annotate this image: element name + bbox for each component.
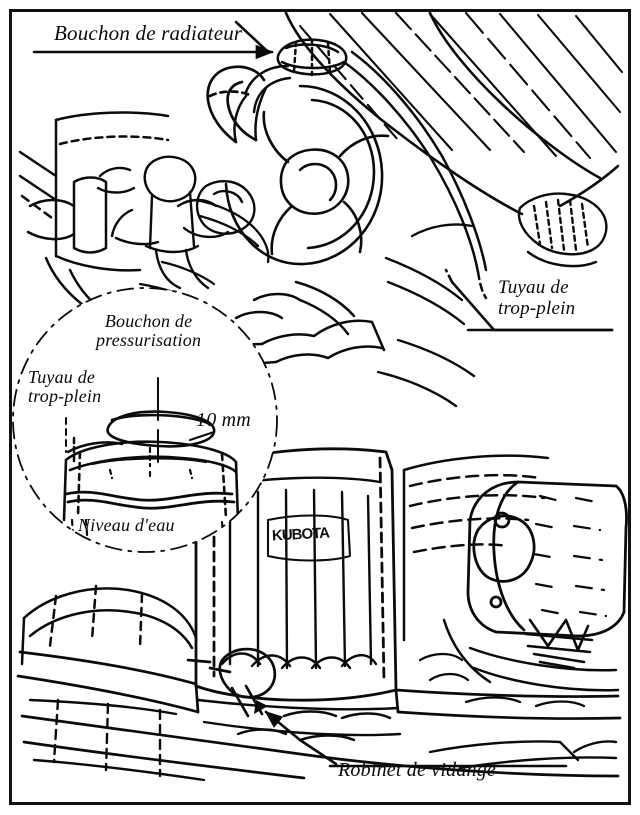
misc-bracket-details (418, 652, 586, 708)
inset-leader-dimension (189, 431, 215, 441)
leader-drain-tap (264, 710, 568, 768)
radiator-cap (276, 38, 348, 77)
upper-radiator-hose (206, 65, 266, 144)
right-frame-bracket (442, 618, 620, 692)
inset-seal-details (90, 446, 208, 482)
fan-and-shroud (224, 84, 390, 266)
radiator-upper-tank (233, 64, 292, 144)
chassis-rails-upper (376, 223, 476, 408)
drain-tap (186, 647, 277, 718)
inset-overflow-stub (66, 436, 124, 464)
figure-border (9, 9, 631, 805)
hood-corner-bracket (517, 192, 608, 268)
leader-radiator-cap (32, 20, 274, 60)
inset-water-level (64, 490, 236, 510)
grille-logo-plate (266, 514, 352, 562)
injection-pump-cluster (96, 155, 210, 290)
shadow-scribble-patch (524, 618, 594, 670)
left-fender-arch (20, 584, 198, 666)
muffler-shell-hatching (532, 494, 608, 618)
lower-hose-and-crossmember (196, 698, 402, 742)
chassis-frame-lower (16, 650, 622, 780)
inset-contents (62, 377, 240, 550)
overflow-pipe (342, 50, 488, 300)
left-deck-plate (28, 698, 206, 782)
muffler-cylinder (466, 480, 628, 638)
hood-underside-hatching (298, 12, 624, 160)
